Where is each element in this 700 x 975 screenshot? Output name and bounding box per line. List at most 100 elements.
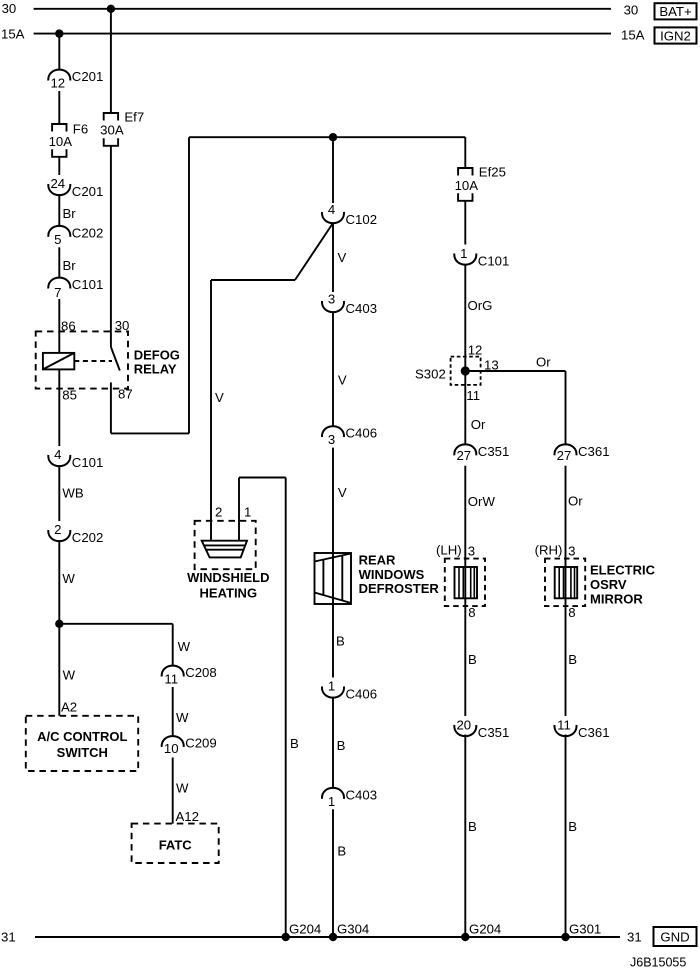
svg-text:B: B [468,652,477,667]
svg-text:C351: C351 [478,444,510,459]
svg-text:20: 20 [456,717,471,732]
svg-text:Or: Or [568,494,583,509]
svg-text:W: W [63,668,76,683]
svg-text:1: 1 [244,505,251,520]
svg-text:C102: C102 [346,212,378,227]
svg-text:1: 1 [460,246,467,261]
svg-text:(RH): (RH) [535,543,563,558]
svg-text:8: 8 [468,605,475,620]
svg-text:C209: C209 [185,736,217,751]
svg-text:C202: C202 [72,225,104,240]
svg-text:30: 30 [115,318,130,333]
svg-text:C351: C351 [478,725,510,740]
svg-text:C361: C361 [578,444,610,459]
svg-text:24: 24 [50,176,65,191]
svg-text:IGN2: IGN2 [660,28,691,43]
svg-text:W: W [178,639,191,654]
svg-text:J6B15055: J6B15055 [630,956,686,970]
svg-text:Or: Or [536,355,551,370]
svg-text:Or: Or [471,417,486,432]
svg-text:3: 3 [568,544,575,559]
svg-text:A2: A2 [61,700,77,715]
svg-text:11: 11 [164,672,178,687]
svg-text:WINDSHIELD: WINDSHIELD [187,570,269,585]
svg-text:V: V [338,485,347,500]
svg-text:C201: C201 [72,184,104,199]
svg-text:A/C CONTROL: A/C CONTROL [37,729,127,744]
svg-text:10A: 10A [455,178,479,193]
svg-text:C403: C403 [346,788,378,803]
svg-text:13: 13 [484,358,499,373]
svg-text:27: 27 [456,448,471,463]
svg-text:W: W [176,781,189,796]
svg-text:F6: F6 [73,122,88,137]
svg-text:B: B [337,844,346,859]
svg-text:A12: A12 [176,809,199,824]
svg-text:C101: C101 [72,455,104,470]
svg-text:1: 1 [328,794,335,809]
svg-text:OrW: OrW [468,494,496,509]
svg-text:B: B [568,652,577,667]
svg-text:Ef25: Ef25 [479,165,506,180]
svg-text:B: B [568,819,577,834]
svg-text:C201: C201 [72,69,104,84]
svg-text:C101: C101 [478,254,510,269]
svg-text:Br: Br [63,206,77,221]
svg-text:B: B [336,633,345,648]
svg-text:C406: C406 [346,687,378,702]
svg-text:G304: G304 [337,922,369,937]
svg-text:27: 27 [557,448,572,463]
svg-text:SWITCH: SWITCH [57,745,108,760]
svg-text:REAR: REAR [359,553,396,568]
svg-text:11: 11 [557,717,571,732]
svg-text:10: 10 [164,741,179,756]
svg-text:FATC: FATC [159,838,193,853]
svg-text:30A: 30A [100,123,124,138]
svg-text:87: 87 [118,387,133,402]
svg-text:W: W [62,571,75,586]
svg-text:BAT+: BAT+ [659,4,692,19]
svg-text:G204: G204 [289,922,321,937]
svg-text:MIRROR: MIRROR [590,592,643,607]
svg-text:86: 86 [61,319,76,334]
svg-text:C403: C403 [346,301,378,316]
svg-text:G204: G204 [469,922,501,937]
svg-text:GND: GND [660,930,689,945]
svg-text:1: 1 [328,679,335,694]
svg-text:V: V [215,390,224,405]
svg-text:W: W [176,710,189,725]
svg-text:3: 3 [328,292,335,307]
svg-text:C208: C208 [185,665,217,680]
svg-text:2: 2 [215,505,222,520]
svg-text:4: 4 [54,447,61,462]
svg-text:12: 12 [50,76,65,91]
svg-text:31: 31 [1,930,16,945]
svg-text:OSRV: OSRV [590,577,627,592]
svg-text:C361: C361 [578,725,610,740]
svg-text:S302: S302 [415,367,446,382]
svg-text:8: 8 [568,605,575,620]
svg-text:31: 31 [627,930,642,945]
svg-text:(LH): (LH) [436,543,462,558]
svg-text:DEFROSTER: DEFROSTER [359,581,440,596]
svg-text:30: 30 [624,3,639,18]
svg-text:12: 12 [468,343,483,358]
svg-text:WB: WB [62,485,83,500]
svg-text:3: 3 [328,432,335,447]
svg-text:B: B [337,738,346,753]
svg-text:B: B [290,736,299,751]
svg-text:2: 2 [54,522,61,537]
svg-text:C202: C202 [72,530,104,545]
svg-text:11: 11 [466,388,480,403]
svg-text:10A: 10A [49,134,73,149]
svg-text:B: B [468,819,477,834]
svg-text:30: 30 [2,1,17,16]
svg-text:Ef7: Ef7 [124,110,144,125]
svg-text:C406: C406 [346,426,378,441]
svg-text:4: 4 [328,202,335,217]
svg-text:C101: C101 [72,277,104,292]
svg-text:G301: G301 [569,922,601,937]
svg-text:V: V [338,373,347,388]
svg-text:WINDOWS: WINDOWS [359,567,425,582]
svg-text:7: 7 [54,285,61,300]
